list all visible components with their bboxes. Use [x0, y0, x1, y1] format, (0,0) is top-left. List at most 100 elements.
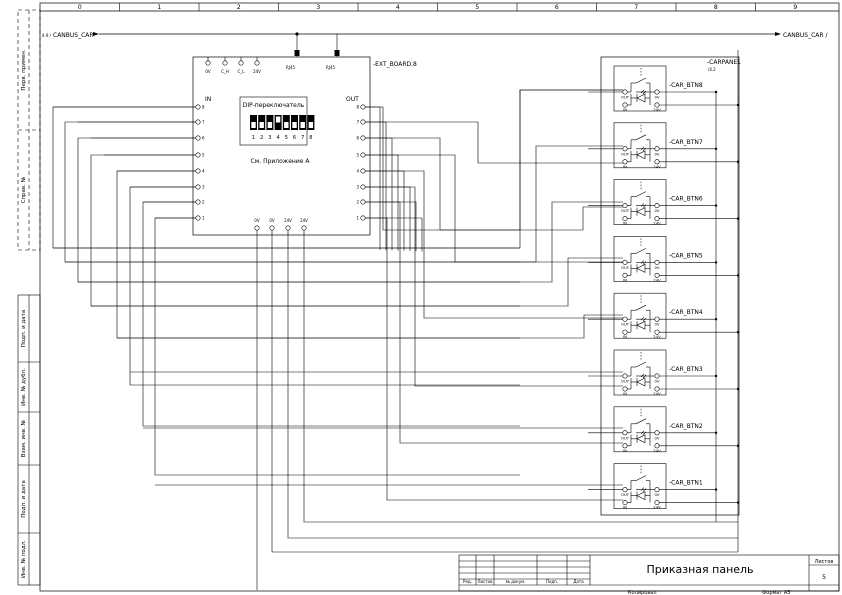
led-ray — [640, 316, 645, 321]
rail-24v-b — [303, 230, 738, 523]
led-ray — [640, 373, 645, 378]
board-in-pin-number: 4 — [202, 169, 205, 174]
bus-name-right: CANBUS_CAR / — [783, 32, 828, 39]
button-term-label: IN — [623, 391, 627, 396]
board-in-pin-number: 5 — [202, 153, 205, 158]
button-name: -CAR_BTN8 — [669, 82, 703, 89]
out-wire — [365, 217, 623, 501]
title-header-cell: Дата — [573, 579, 584, 584]
dip-switch-knob — [267, 122, 273, 128]
button-term-label: 0V — [654, 208, 659, 213]
button-name: -CAR_BTN2 — [669, 423, 703, 430]
switch-blade — [635, 418, 647, 425]
title-header-cell: № докум. — [506, 579, 526, 584]
board-in-terminal — [195, 215, 201, 221]
button-terminal-24v — [654, 216, 660, 222]
button-term-label: OUT — [621, 379, 630, 384]
button-name: -CAR_BTN3 — [669, 366, 703, 373]
out-wire — [365, 201, 623, 444]
button-terminal-24v — [654, 443, 660, 449]
board-out-terminal — [360, 199, 366, 205]
bus-arrow-left — [93, 32, 99, 36]
button-name: -CAR_BTN1 — [669, 480, 703, 487]
switch-blade — [635, 77, 647, 84]
button-term-label: 0V — [654, 492, 659, 497]
side-label: Справ. № — [21, 176, 27, 203]
out-label: OUT — [346, 96, 359, 103]
column-number: 6 — [555, 4, 559, 11]
button-box — [613, 463, 667, 509]
led-ray — [640, 89, 645, 94]
led-ray — [642, 261, 647, 265]
led-ray — [642, 374, 647, 379]
ext-board-name: -EXT_BOARD.8 — [373, 61, 417, 68]
in-wire — [129, 186, 520, 386]
board-in-pin-number: 7 — [202, 120, 205, 125]
dip-number: 4 — [277, 135, 280, 141]
board-out-pin-number: 1 — [356, 216, 359, 221]
board-top-terminal — [205, 60, 211, 66]
out-wire-stub — [365, 201, 417, 252]
column-number: 4 — [396, 4, 400, 11]
button-box — [613, 236, 667, 282]
board-out-terminal — [360, 215, 366, 221]
button-name: -CAR_BTN4 — [669, 309, 703, 316]
rj45-label: RJ45 — [326, 65, 336, 70]
board-out-pin-number: 8 — [356, 105, 359, 110]
board-bottom-terminal — [254, 225, 260, 231]
button-term-label: 24V — [653, 505, 661, 510]
board-bottom-pin-label: 24V — [284, 218, 292, 223]
button-term-label: 24V — [653, 277, 661, 282]
copied-label: Копировал — [628, 590, 657, 595]
board-bottom-terminal — [269, 225, 275, 231]
ext-board: -EXT_BOARD.8 IN OUT DIP-переключатель См… — [192, 56, 417, 236]
out-wire — [365, 170, 623, 319]
board-in-terminal — [195, 119, 201, 125]
out-wire — [365, 121, 623, 164]
board-top-terminal — [222, 60, 228, 66]
in-wire — [116, 170, 520, 339]
button-term-label: 24V — [653, 448, 661, 453]
button-term-label: OUT — [621, 435, 630, 440]
dip-number: 1 — [252, 135, 255, 141]
board-out-pin-number: 5 — [356, 153, 359, 158]
in-route — [65, 145, 623, 263]
bus-arrow-right — [775, 32, 781, 36]
dip-number: 7 — [301, 135, 304, 141]
format-label: Формат A3 — [762, 590, 790, 595]
button-term-label: IN — [623, 107, 627, 112]
rj45-connector — [294, 50, 300, 56]
dip-number: 3 — [268, 135, 271, 141]
in-route — [53, 89, 623, 249]
board-out-terminal — [360, 152, 366, 158]
bus-name-left: CANBUS_CAR — [53, 32, 94, 39]
board-bottom-terminal — [301, 225, 307, 231]
out-wire-stub — [365, 106, 381, 250]
led-icon — [636, 207, 646, 217]
in-route — [78, 201, 623, 283]
button-box — [613, 65, 667, 112]
car-buttons: -CAR_BTN8OUTIN0V24V-CAR_BTN7OUTIN0V24V-C… — [613, 65, 703, 510]
rail-0v-b — [271, 230, 738, 553]
dip-number: 8 — [309, 135, 312, 141]
button-term-label: 24V — [653, 391, 661, 396]
side-label: Взам. инв. № — [21, 420, 27, 458]
dip-switch-knob — [292, 122, 297, 128]
title-header-cell: Ред. — [463, 579, 472, 584]
column-number: 3 — [316, 4, 320, 11]
button-box — [613, 179, 667, 225]
in-label: IN — [205, 96, 211, 103]
board-in-terminal — [195, 152, 201, 158]
board-top-terminal — [254, 60, 260, 66]
board-bottom-pin-label: 24V — [300, 218, 308, 223]
button-terminal-24v — [654, 159, 660, 165]
button-box — [613, 406, 667, 453]
column-number: 2 — [237, 4, 241, 11]
